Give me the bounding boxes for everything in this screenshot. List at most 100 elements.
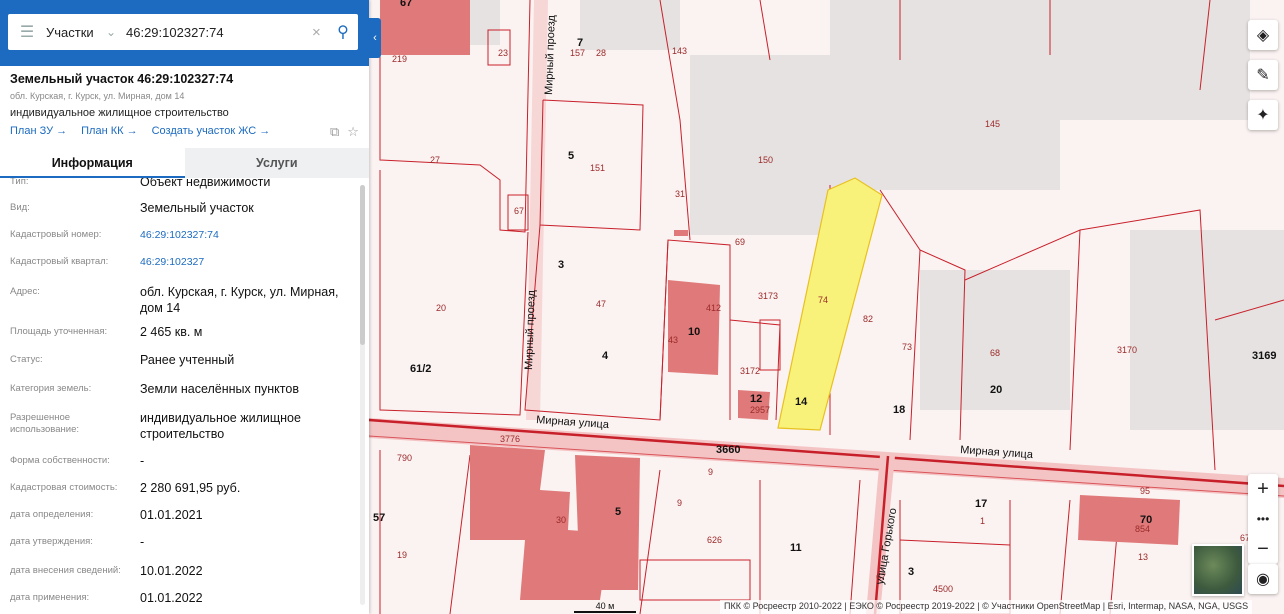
scrollbar-thumb[interactable] [360, 185, 365, 345]
property-key: Статус: [10, 354, 43, 365]
parcel-label: 7 [577, 37, 583, 49]
property-link[interactable]: 46:29:102327 [140, 256, 205, 268]
parcel-label: 10 [688, 326, 700, 338]
more-icon: ••• [1256, 512, 1270, 526]
parcel-label: 4 [602, 350, 609, 362]
zoom-out-button[interactable]: − [1248, 534, 1278, 564]
property-value: 10.01.2022 [140, 564, 203, 578]
zoom-out-icon: − [1257, 537, 1269, 560]
parcel-label: 47 [596, 299, 606, 309]
parcel-label: 3660 [716, 444, 740, 456]
basemap-switcher[interactable] [1192, 544, 1244, 596]
parcel-label: 3776 [500, 434, 520, 444]
property-row: Кадастровая стоимость:2 280 691,95 руб. [0, 480, 360, 496]
compass-button[interactable]: ◉ [1248, 564, 1278, 594]
street-label: Мирная улица [960, 444, 1034, 461]
menu-icon[interactable]: ☰ [19, 24, 35, 41]
parcel-label: 28 [596, 48, 606, 58]
measure-button[interactable]: ✎ [1248, 60, 1278, 90]
parcel-label: 27 [430, 155, 440, 165]
map-attribution: ПКК © Росреестр 2010-2022 | ЕЭКО © Росре… [720, 600, 1253, 614]
close-icon[interactable]: × [312, 23, 321, 41]
property-link[interactable]: 46:29:102327:74 [140, 229, 219, 241]
property-key: Вид: [10, 202, 30, 213]
parcel-label: 68 [990, 348, 1000, 358]
search-box[interactable]: ☰ Участки ⌄ 46:29:102327:74 × ⚲ [8, 14, 358, 50]
more-button[interactable]: ••• [1248, 504, 1278, 534]
property-key: Тип: [10, 178, 29, 187]
parcel-label: 17 [975, 498, 987, 510]
object-title: Земельный участок 46:29:102327:74 [10, 72, 234, 86]
property-key: Кадастровый квартал: [10, 256, 109, 267]
parcel-label: 95 [1140, 486, 1150, 496]
property-row: Категория земель:Земли населённых пункто… [0, 381, 360, 397]
parcel-label: 9 [708, 467, 713, 477]
property-value: 2 465 кв. м [140, 325, 203, 339]
property-row: дата внесения сведений: 10.01.2022 [0, 563, 360, 579]
property-row: Адрес:обл. Курская, г. Курск, ул. Мирная… [0, 284, 360, 316]
property-row: Площадь уточненная: 2 465 кв. м [0, 324, 360, 340]
parcel-label: 145 [985, 119, 1000, 129]
parcel-label: 5 [615, 506, 621, 518]
property-value: Объект недвижимости [140, 178, 271, 189]
zoom-in-button[interactable]: + [1248, 474, 1278, 504]
parcel-label: 20 [990, 384, 1002, 396]
property-value: 01.01.2021 [140, 508, 203, 522]
tab-services[interactable]: Услуги [184, 148, 369, 178]
layers-button[interactable]: ◈ [1248, 20, 1278, 50]
property-row: Тип: Объект недвижимости [0, 178, 360, 190]
property-value: - [140, 454, 145, 468]
create-zhs-link[interactable]: Создать участок ЖС → [151, 125, 271, 137]
property-row: Форма собственности:- [0, 453, 360, 469]
property-key: дата утверждения: [10, 536, 93, 547]
parcel-label: 3169 [1252, 350, 1276, 362]
parcel-label: 69 [735, 237, 745, 247]
copy-icon[interactable]: ⧉ [330, 124, 340, 139]
search-bar: ☰ Участки ⌄ 46:29:102327:74 × ⚲ [0, 0, 369, 66]
property-key: Категория земель: [10, 383, 92, 394]
parcel-label: 73 [902, 342, 912, 352]
tab-info[interactable]: Информация [0, 148, 185, 178]
parcel-label: 150 [758, 155, 773, 165]
property-key: Площадь уточненная: [10, 326, 108, 337]
collapse-panel-button[interactable]: ‹ [369, 18, 381, 58]
property-value: индивидуальное жилищное строительство [140, 411, 301, 441]
search-type-select[interactable]: Участки [46, 24, 94, 40]
panel-scrollbar[interactable] [360, 185, 365, 605]
property-value: 01.01.2022 [140, 591, 203, 605]
property-key: дата определения: [10, 509, 94, 520]
chevron-down-icon[interactable]: ⌄ [106, 25, 117, 39]
parcel-label: 219 [392, 54, 407, 64]
plan-zu-link[interactable]: План ЗУ → [10, 125, 68, 137]
parcel-label: 151 [590, 163, 605, 173]
ruler-icon: ✎ [1256, 67, 1270, 84]
parcel-label: 13 [1138, 552, 1148, 562]
zoom-controls: + ••• − [1248, 474, 1278, 564]
parcel-label: 1 [980, 516, 985, 526]
property-row: Разрешенное использование:индивидуальное… [0, 410, 360, 442]
street-label: Мирная улица [536, 414, 610, 431]
map-scale: 40 м [574, 601, 636, 613]
property-value: - [140, 535, 145, 549]
property-row: Кадастровый квартал: 46:29:102327 [0, 254, 360, 270]
parcel-label: 854 [1135, 524, 1150, 534]
plan-kk-link[interactable]: План КК → [81, 125, 138, 137]
parcel-label: 4500 [933, 584, 953, 594]
parcel-label: 67 [514, 206, 524, 216]
property-value: 2 280 691,95 руб. [140, 481, 241, 495]
parcel-label: 5 [568, 150, 574, 162]
parcel-label: 3173 [758, 291, 778, 301]
property-row: Вид:Земельный участок [0, 200, 360, 216]
parcel-label: 67 [876, 572, 886, 582]
star-icon[interactable]: ☆ [347, 124, 359, 139]
parcel-label: 31 [675, 189, 685, 199]
locate-button[interactable]: ✦ [1248, 100, 1278, 130]
search-input[interactable]: 46:29:102327:74 [126, 24, 224, 40]
property-key: Кадастровый номер: [10, 229, 102, 240]
search-icon[interactable]: ⚲ [337, 24, 349, 41]
property-key: дата внесения сведений: [10, 565, 121, 576]
parcel-label: 43 [668, 335, 678, 345]
parcel-label: 12 [750, 393, 762, 405]
info-panel: ☰ Участки ⌄ 46:29:102327:74 × ⚲ ‹ Земель… [0, 0, 381, 614]
